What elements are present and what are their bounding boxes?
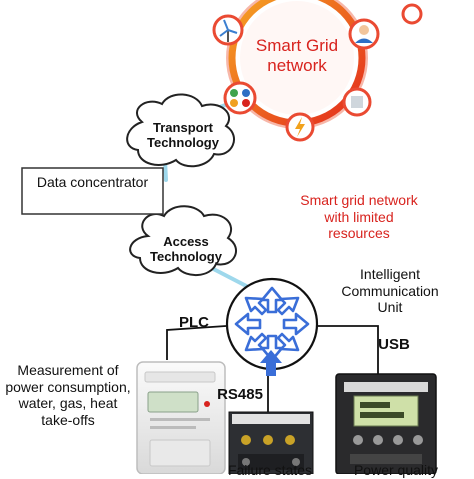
arrow-southwest-icon xyxy=(244,332,268,352)
access-cloud xyxy=(129,205,237,276)
rs485-label: RS485 xyxy=(217,386,263,403)
power-quality-device xyxy=(335,373,437,474)
plc-wire xyxy=(166,325,227,360)
arrow-northeast-icon xyxy=(276,296,300,316)
icu-unit xyxy=(225,277,319,376)
transport-cloud xyxy=(126,93,235,168)
data-concentrator-box xyxy=(21,167,164,215)
arrow-east-icon xyxy=(282,312,310,336)
user-icon xyxy=(348,18,380,50)
arrow-southeast-icon xyxy=(276,332,300,352)
failure-states-label: Failure states xyxy=(227,462,313,478)
energy-devices-icon xyxy=(223,81,257,115)
building-icon xyxy=(342,87,372,117)
arrow-northwest-icon xyxy=(244,296,268,316)
data-concentrator-label: Data concentrator xyxy=(36,174,149,190)
limited-resources-label: Smart grid network with limited resource… xyxy=(300,192,418,242)
hub-inner xyxy=(240,1,354,115)
arrow-west-icon xyxy=(234,312,262,336)
lightning-icon xyxy=(285,112,315,142)
wind-turbine-icon xyxy=(212,14,244,46)
transport-technology-label: Transport Technology xyxy=(147,120,219,151)
icu-label: Intelligent Communication Unit xyxy=(341,266,439,316)
small-node-icon xyxy=(401,3,423,25)
usb-label: USB xyxy=(378,336,410,353)
arrow-rs485-up-icon xyxy=(260,350,282,376)
usb-wire xyxy=(318,325,379,378)
plc-label: PLC xyxy=(179,314,209,331)
power-quality-label: Power quality xyxy=(353,462,439,478)
smart-grid-hub xyxy=(226,0,368,129)
electricity-meter-device xyxy=(136,361,226,474)
measurement-label: Measurement of power consumption, water,… xyxy=(5,362,131,428)
access-technology-label: Access Technology xyxy=(150,234,222,265)
hub-node-icons xyxy=(212,3,423,142)
hub-title: Smart Grid network xyxy=(255,36,339,76)
failure-monitor-device xyxy=(228,411,314,474)
